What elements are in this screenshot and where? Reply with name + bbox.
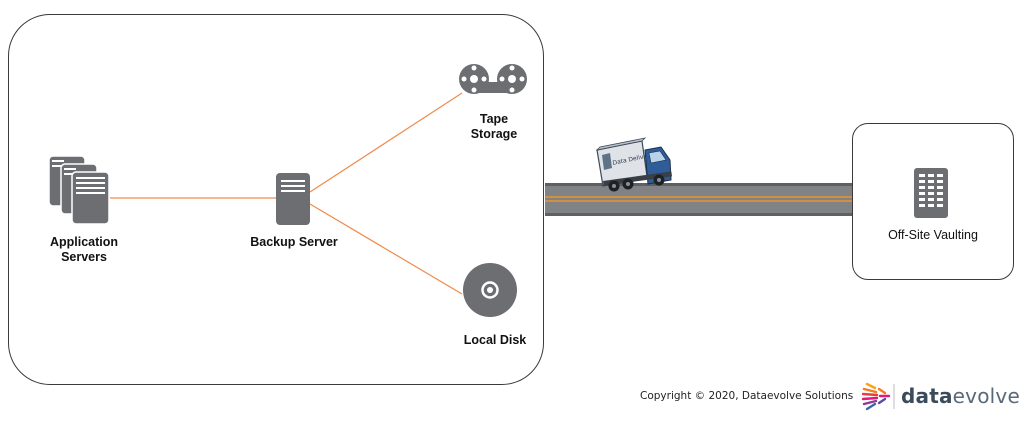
local-disk-label: Local Disk xyxy=(463,333,527,347)
copyright-text: Copyright © 2020, Dataevolve Solutions xyxy=(640,390,854,402)
dataevolve-logo-mark-icon xyxy=(861,382,895,411)
brand-data: data xyxy=(901,384,953,408)
tape-storage-label-line2: Storage xyxy=(470,127,518,141)
application-servers-label-line1: Application xyxy=(49,235,119,249)
tape-storage-label-line1: Tape xyxy=(479,112,509,126)
backup-server-label: Backup Server xyxy=(250,235,338,249)
connector-backup-tape xyxy=(309,92,463,193)
application-servers-label-line2: Servers xyxy=(61,250,107,264)
tape-storage-icon xyxy=(459,64,527,94)
connector-backup-disk xyxy=(309,203,463,295)
dataevolve-logo: dataevolve xyxy=(861,378,1020,414)
delivery-truck-icon: Data Delivery xyxy=(595,137,673,192)
building-icon xyxy=(914,168,948,218)
dataevolve-wordmark: dataevolve xyxy=(901,384,1020,408)
road xyxy=(545,183,852,216)
brand-evolve: evolve xyxy=(952,384,1020,408)
tape-storage-label: Tape Storage xyxy=(454,112,534,142)
application-servers-icon xyxy=(48,155,110,225)
application-servers-label: Application Servers xyxy=(34,235,134,265)
local-disk-icon xyxy=(463,263,517,317)
backup-server-icon xyxy=(276,173,310,225)
offsite-vaulting-label: Off-Site Vaulting xyxy=(888,228,978,242)
